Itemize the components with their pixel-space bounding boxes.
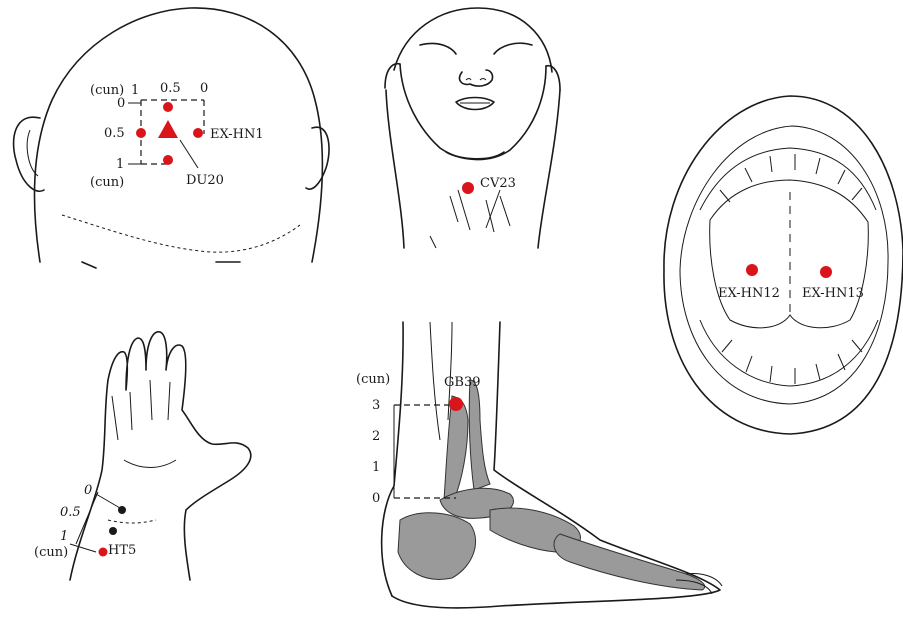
reference-dot <box>109 527 117 535</box>
label-ht5: HT5 <box>108 543 136 558</box>
acupoint-marker <box>449 397 463 411</box>
scale-label-0.5: 0.5 <box>60 505 81 520</box>
scale-label-1: 1 <box>60 529 68 544</box>
leg-cun-label: (cun) <box>356 372 390 387</box>
label-ex-hn13: EX-HN13 <box>802 286 864 301</box>
reference-dot <box>118 506 126 514</box>
tibia <box>469 380 490 490</box>
neck-left <box>386 90 404 248</box>
leg-scale-0: 0 <box>372 491 380 506</box>
acupoint-marker <box>99 548 108 557</box>
neck-panel: CV23 <box>385 8 560 248</box>
col-label-0: 0 <box>200 81 208 96</box>
scale-label-0: 0 <box>84 483 92 498</box>
inner-lips <box>680 126 888 404</box>
metatarsals <box>554 534 705 590</box>
row-label-0: 0 <box>117 96 125 111</box>
calcaneus <box>398 513 476 580</box>
acupoint-marker <box>136 128 146 138</box>
acupoint-marker <box>163 102 173 112</box>
col-label-1: 1 <box>131 83 139 98</box>
acupoint-marker <box>163 155 173 165</box>
hand-cun-label: (cun) <box>34 545 68 560</box>
acupoint-marker <box>462 182 474 194</box>
right-ear <box>306 127 329 189</box>
head-panel: (cun) 1 0.5 0 0 0.5 1 (cun) EX-HN1 DU20 <box>14 8 329 268</box>
label-ex-hn1: EX-HN1 <box>210 127 264 142</box>
face-outline <box>400 64 546 160</box>
brow <box>420 43 532 54</box>
head-contour <box>394 8 552 72</box>
row-label-1: 1 <box>116 157 124 172</box>
outer-lips <box>664 96 903 434</box>
du20-triangle-marker <box>158 120 178 138</box>
cun-label-bottom: (cun) <box>90 175 124 190</box>
neck-shadow <box>82 262 240 268</box>
label-du20: DU20 <box>186 173 224 188</box>
hairline <box>62 215 300 252</box>
label-gb39: GB39 <box>444 375 480 390</box>
palate <box>710 180 869 328</box>
head-outline <box>34 8 322 262</box>
leg-scale-3: 3 <box>372 398 380 413</box>
left-ear <box>14 117 44 191</box>
acupoint-marker <box>820 266 832 278</box>
leg-scale-1: 1 <box>372 460 380 475</box>
neck-right <box>538 90 560 248</box>
hand-panel: 0 0.5 1 (cun) HT5 <box>34 332 251 580</box>
acupoint-marker <box>193 128 203 138</box>
col-label-0.5: 0.5 <box>160 81 181 96</box>
row-label-0.5: 0.5 <box>104 126 125 141</box>
label-cv23: CV23 <box>480 176 516 191</box>
nose <box>460 70 493 86</box>
mouth-panel: EX-HN12 EX-HN13 <box>664 96 903 434</box>
hand-outline <box>70 332 251 580</box>
leg-panel: (cun) 3 2 1 0 GB39 <box>356 322 722 608</box>
acupoint-marker <box>746 264 758 276</box>
fibula <box>444 396 468 500</box>
leg-scale-2: 2 <box>372 429 380 444</box>
label-ex-hn12: EX-HN12 <box>718 286 780 301</box>
